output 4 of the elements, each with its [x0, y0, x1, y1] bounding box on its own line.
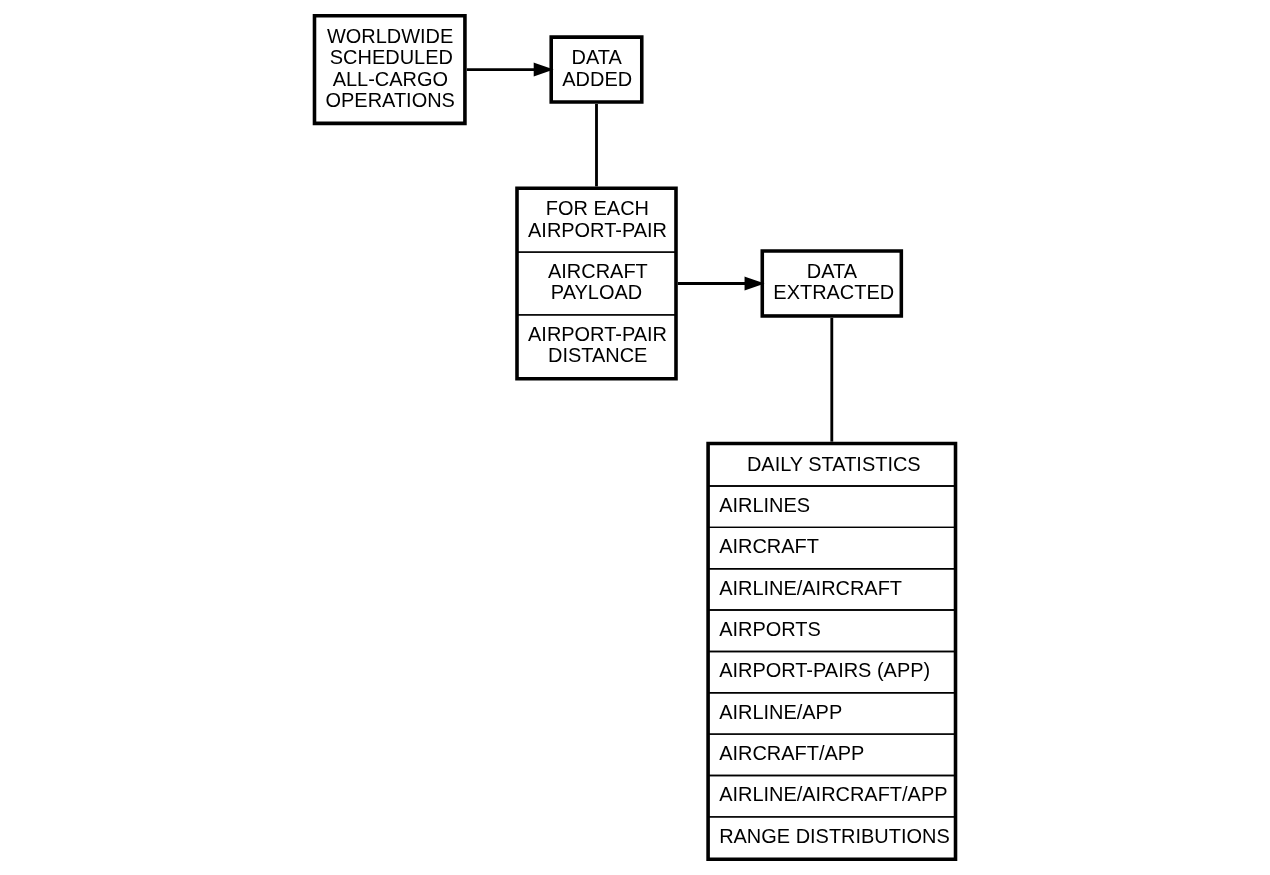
connector: [830, 317, 834, 442]
arrow: [466, 62, 554, 77]
connector: [595, 103, 598, 187]
arrow: [677, 276, 765, 291]
